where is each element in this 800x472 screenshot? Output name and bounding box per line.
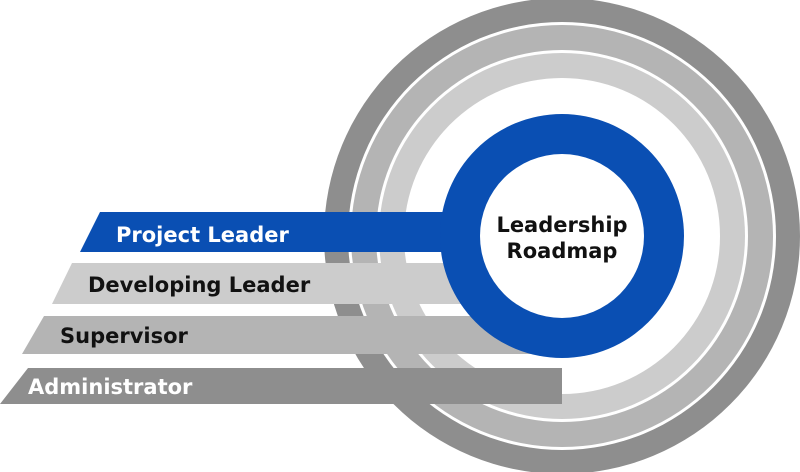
band-administrator [0, 368, 562, 404]
level-label-administrator: Administrator [28, 375, 193, 399]
band-supervisor [22, 316, 562, 354]
band-developing-leader [52, 263, 562, 304]
level-label-developing-leader: Developing Leader [88, 273, 311, 297]
level-label-project-leader: Project Leader [116, 223, 289, 247]
center-title-line-1: Leadership [496, 213, 627, 237]
center-title-line-2: Roadmap [507, 239, 618, 263]
level-label-supervisor: Supervisor [60, 324, 189, 348]
center-hub [480, 154, 644, 318]
